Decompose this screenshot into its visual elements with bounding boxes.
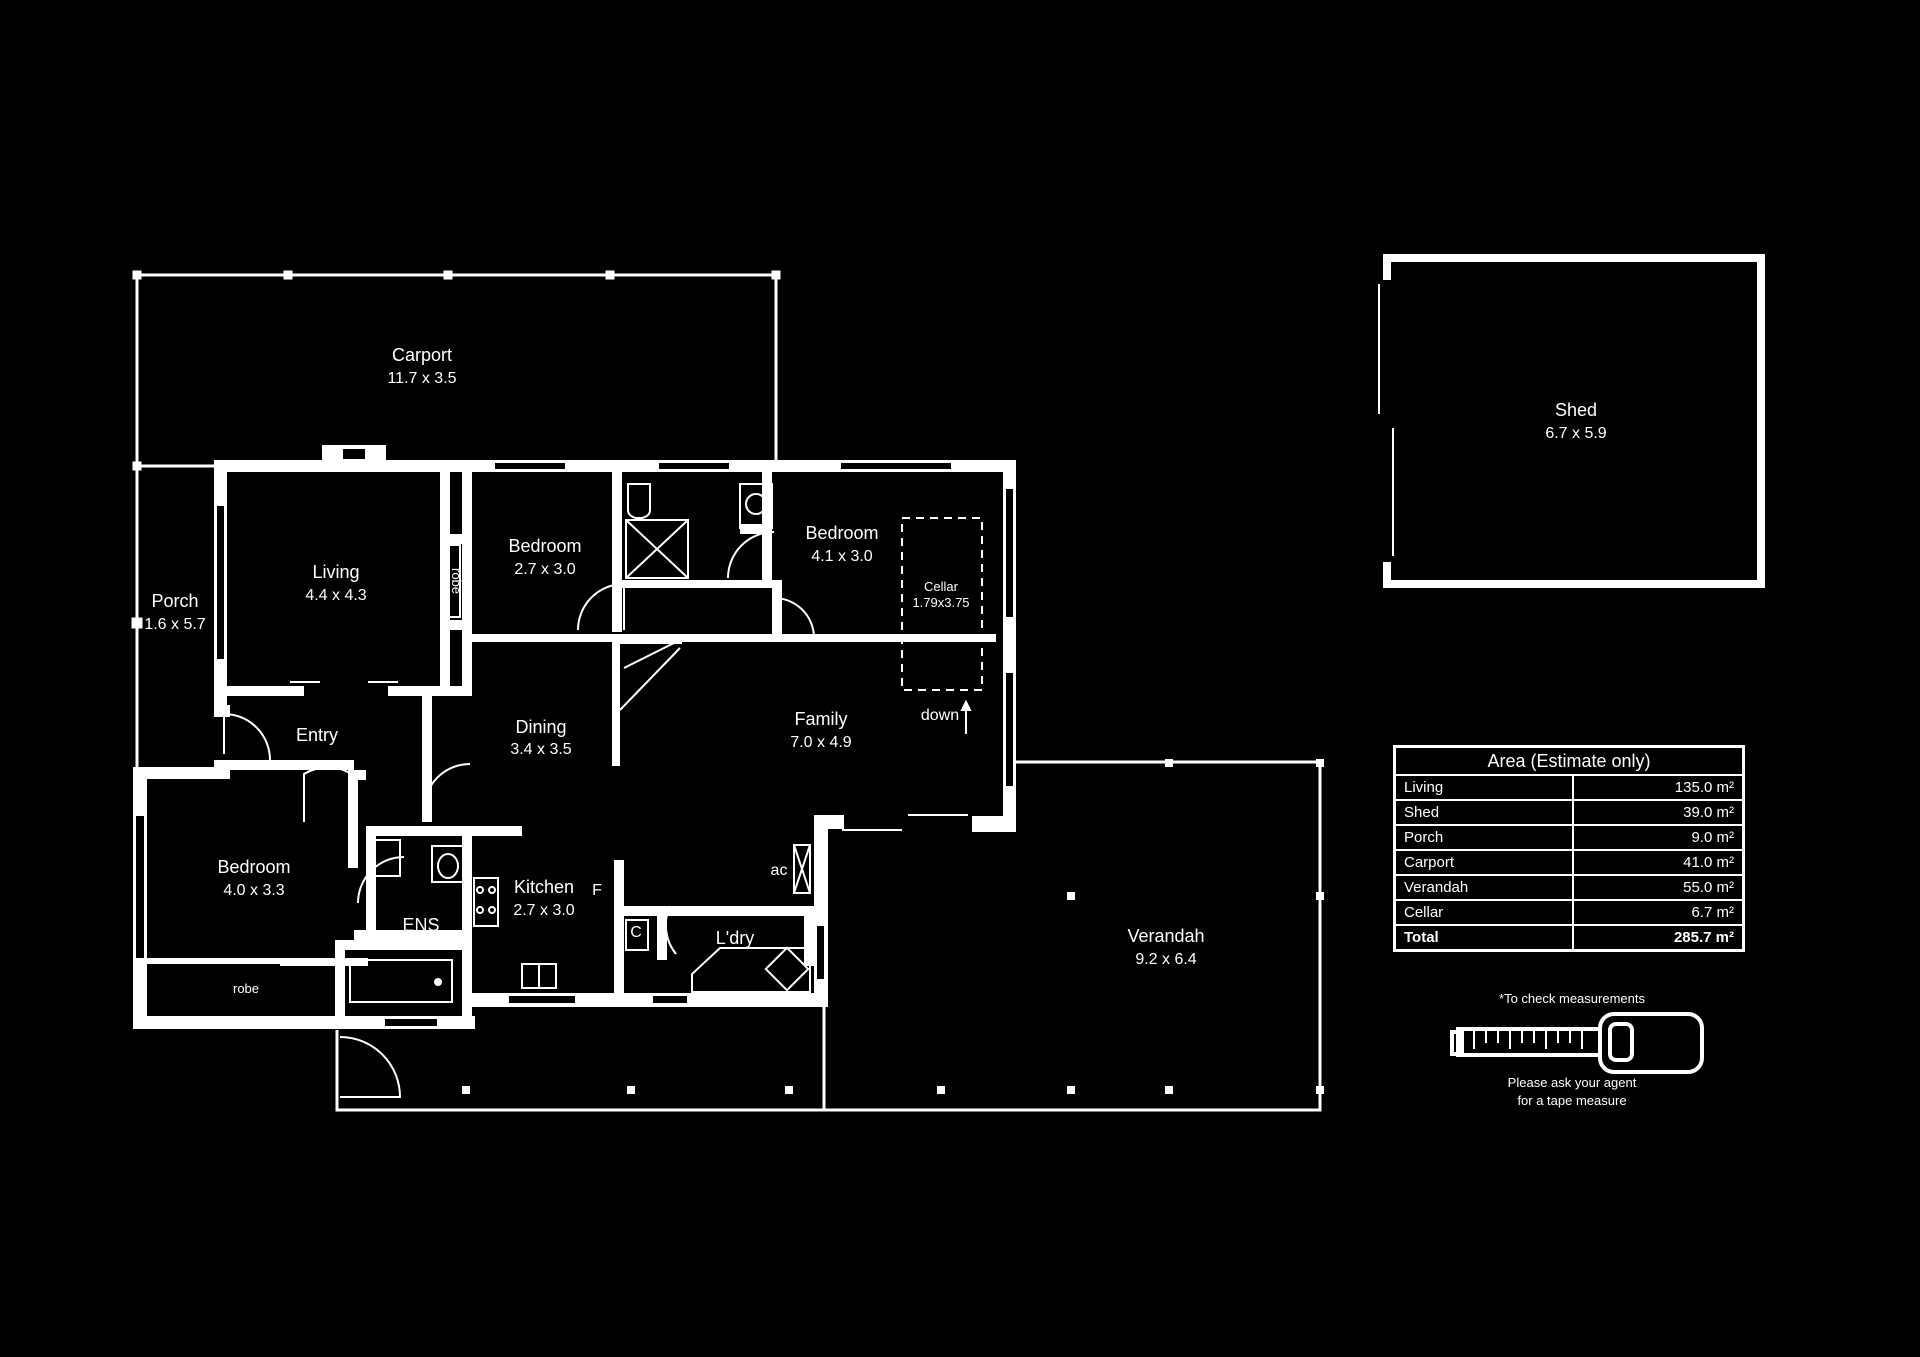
area-value: 9.0 m² [1572, 824, 1745, 851]
bedroom-3-name: Bedroom [805, 523, 878, 543]
ens-name: ENS [402, 915, 439, 935]
family-dims: 7.0 x 4.9 [790, 734, 851, 751]
porch-name: Porch [151, 591, 198, 611]
area-label: Carport [1393, 849, 1575, 876]
shed-outline [1378, 254, 1765, 588]
tape-measure-icon [1450, 1012, 1704, 1074]
fridge-label: F [592, 882, 602, 899]
bedroom-2-name: Bedroom [508, 536, 581, 556]
shed-name: Shed [1555, 400, 1597, 420]
agent-note-line1: Please ask your agent [1507, 1075, 1637, 1090]
area-total-value: 285.7 m² [1572, 924, 1745, 952]
shed-dims: 6.7 x 5.9 [1545, 425, 1606, 442]
dining-dims: 3.4 x 3.5 [510, 741, 571, 758]
bedroom-3-dims: 4.1 x 3.0 [811, 548, 872, 565]
check-measurements-note: *To check measurements [1499, 991, 1645, 1006]
laundry-name: L'dry [716, 928, 754, 948]
windows [134, 447, 1015, 1028]
stair-label: down [921, 707, 959, 724]
living-name: Living [312, 562, 359, 582]
room-labels: Carport 11.7 x 3.5 Porch 1.6 x 5.7 Livin… [144, 345, 1606, 996]
verandah-name: Verandah [1127, 926, 1204, 946]
area-value: 135.0 m² [1572, 774, 1745, 801]
fixtures [223, 483, 983, 1098]
area-label: Shed [1393, 799, 1575, 826]
porch-dims: 1.6 x 5.7 [144, 616, 205, 633]
verandah-dims: 9.2 x 6.4 [1135, 951, 1196, 968]
area-label: Living [1393, 774, 1575, 801]
ac-label: ac [771, 862, 788, 879]
entry-name: Entry [296, 725, 338, 745]
family-name: Family [795, 709, 848, 729]
kitchen-dims: 2.7 x 3.0 [513, 902, 574, 919]
carport-dims: 11.7 x 3.5 [387, 370, 456, 387]
cupboard-label: C [630, 924, 642, 941]
cellar-name: Cellar [924, 579, 959, 594]
robe-small-name: robe [449, 568, 464, 594]
living-dims: 4.4 x 4.3 [305, 587, 366, 604]
area-value: 55.0 m² [1572, 874, 1745, 901]
agent-note-line2: for a tape measure [1517, 1093, 1627, 1108]
robe-large-name: robe [233, 981, 259, 996]
dining-name: Dining [515, 717, 566, 737]
kitchen-name: Kitchen [514, 877, 574, 897]
carport-name: Carport [392, 345, 452, 365]
area-total-label: Total [1393, 924, 1575, 952]
exterior-walls [133, 445, 1016, 1029]
bedroom-1-name: Bedroom [217, 857, 290, 877]
area-label: Porch [1393, 824, 1575, 851]
bedroom-2-dims: 2.7 x 3.0 [514, 561, 575, 578]
porch-outline [131, 466, 143, 770]
area-value: 6.7 m² [1572, 899, 1745, 926]
bedroom-1-dims: 4.0 x 3.3 [223, 882, 284, 899]
carport-outline [132, 270, 781, 471]
area-table-title: Area (Estimate only) [1393, 745, 1745, 776]
cellar-dims: 1.79x3.75 [912, 595, 969, 610]
area-value: 41.0 m² [1572, 849, 1745, 876]
verandah-outline [335, 759, 1324, 1112]
area-value: 39.0 m² [1572, 799, 1745, 826]
area-label: Cellar [1393, 899, 1575, 926]
area-label: Verandah [1393, 874, 1575, 901]
